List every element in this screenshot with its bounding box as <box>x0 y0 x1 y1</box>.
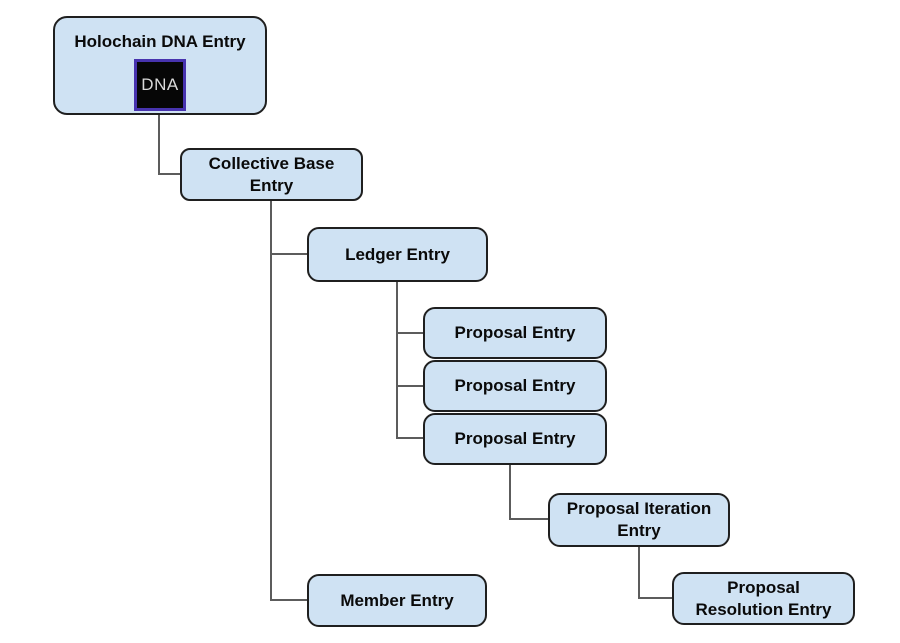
node-proposal-resolution-entry-label: Proposal Resolution Entry <box>695 577 832 619</box>
node-holochain-dna-entry-label: Holochain DNA Entry <box>74 32 246 51</box>
node-ledger-entry-label: Ledger Entry <box>345 244 450 264</box>
node-member-entry: Member Entry <box>307 574 487 627</box>
node-collective-base-entry-label: Collective Base Entry <box>208 153 335 195</box>
connector-collective-ledger-h <box>270 253 309 255</box>
connector-proposal3-iteration-h <box>509 518 550 520</box>
node-proposal-entry-2-label: Proposal Entry <box>454 376 576 396</box>
node-proposal-entry-1-label: Proposal Entry <box>454 323 576 343</box>
connector-ledger-trunk-v <box>396 282 398 439</box>
node-proposal-iteration-entry: Proposal Iteration Entry <box>548 493 730 547</box>
node-proposal-iteration-entry-label: Proposal Iteration Entry <box>566 499 712 540</box>
connector-iteration-resolution-v <box>638 547 640 599</box>
node-proposal-entry-1: Proposal Entry <box>423 307 607 359</box>
node-holochain-dna-entry: Holochain DNA Entry DNA <box>53 16 267 115</box>
connector-holochain-collective-v <box>158 115 160 175</box>
node-ledger-entry: Ledger Entry <box>307 227 488 282</box>
connector-iteration-resolution-h <box>638 597 674 599</box>
node-proposal-entry-2: Proposal Entry <box>423 360 607 412</box>
connector-proposal3-iteration-v <box>509 465 511 520</box>
node-member-entry-label: Member Entry <box>340 590 454 610</box>
connector-collective-member-h <box>270 599 309 601</box>
node-proposal-entry-3-label: Proposal Entry <box>454 429 576 449</box>
node-proposal-entry-3: Proposal Entry <box>423 413 607 465</box>
connector-ledger-proposal3-h <box>396 437 425 439</box>
dna-badge: DNA <box>134 58 186 111</box>
connector-ledger-proposal1-h <box>396 332 425 334</box>
connector-collective-trunk-v <box>270 201 272 601</box>
connector-holochain-collective-h <box>158 173 182 175</box>
node-proposal-resolution-entry: Proposal Resolution Entry <box>672 572 855 625</box>
node-collective-base-entry: Collective Base Entry <box>180 148 363 201</box>
connector-ledger-proposal2-h <box>396 385 425 387</box>
